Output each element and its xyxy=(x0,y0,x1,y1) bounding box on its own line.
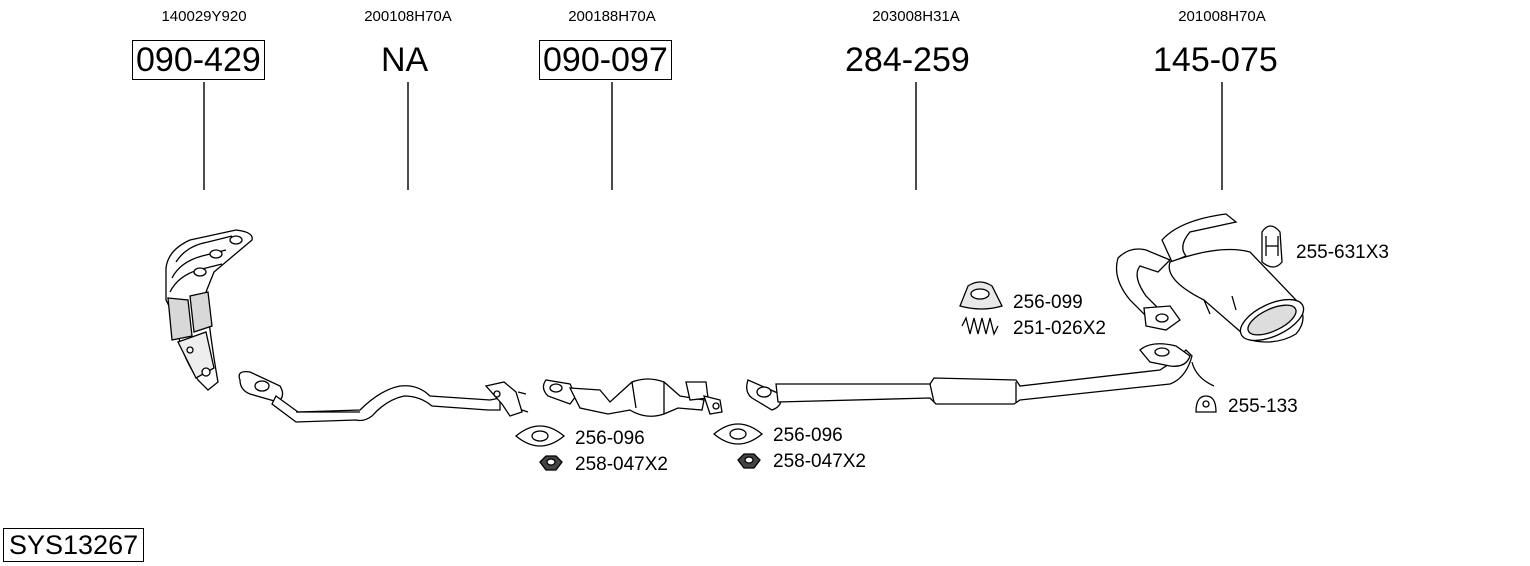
accessory-label-rubber-hanger[interactable]: 255-631X3 xyxy=(1296,242,1389,263)
spring-icon xyxy=(961,316,999,336)
exhaust-manifold-icon xyxy=(165,229,253,391)
gasket-ring-icon xyxy=(959,281,1003,310)
accessory-label-spring[interactable]: 251-026X2 xyxy=(1013,318,1106,339)
part-number-3[interactable]: 090-097 xyxy=(539,40,672,80)
part-number-1[interactable]: 090-429 xyxy=(132,40,265,80)
accessory-label-flange-gasket-1[interactable]: 256-096 xyxy=(575,428,645,449)
oem-ref-2: 200108H70A xyxy=(364,8,452,25)
part-number-2[interactable]: NA xyxy=(381,41,429,79)
rubber-hanger-icon xyxy=(1261,225,1283,268)
flange-gasket-icon xyxy=(514,425,566,447)
accessory-label-nut-1[interactable]: 258-047X2 xyxy=(575,454,668,475)
flange-gasket-icon xyxy=(712,423,764,445)
accessory-label-gasket-ring[interactable]: 256-099 xyxy=(1013,292,1083,313)
rubber-mount-icon xyxy=(1195,395,1217,413)
oem-ref-4: 203008H31A xyxy=(872,8,960,25)
nut-icon xyxy=(737,453,761,469)
oem-ref-3: 200188H70A xyxy=(568,8,656,25)
accessory-label-flange-gasket-2[interactable]: 256-096 xyxy=(773,425,843,446)
catalytic-converter-icon xyxy=(542,378,723,417)
nut-icon xyxy=(539,455,563,471)
system-id: SYS13267 xyxy=(3,528,145,562)
part-number-4[interactable]: 284-259 xyxy=(845,41,970,79)
front-pipe-icon xyxy=(238,371,529,423)
accessory-label-nut-2[interactable]: 258-047X2 xyxy=(773,451,866,472)
part-number-5[interactable]: 145-075 xyxy=(1153,41,1278,79)
accessory-label-rubber-mount[interactable]: 255-133 xyxy=(1228,396,1298,417)
rear-silencer-icon xyxy=(1115,213,1305,343)
centre-pipe-icon xyxy=(746,343,1215,411)
oem-ref-5: 201008H70A xyxy=(1178,8,1266,25)
oem-ref-1: 140029Y920 xyxy=(161,8,247,25)
